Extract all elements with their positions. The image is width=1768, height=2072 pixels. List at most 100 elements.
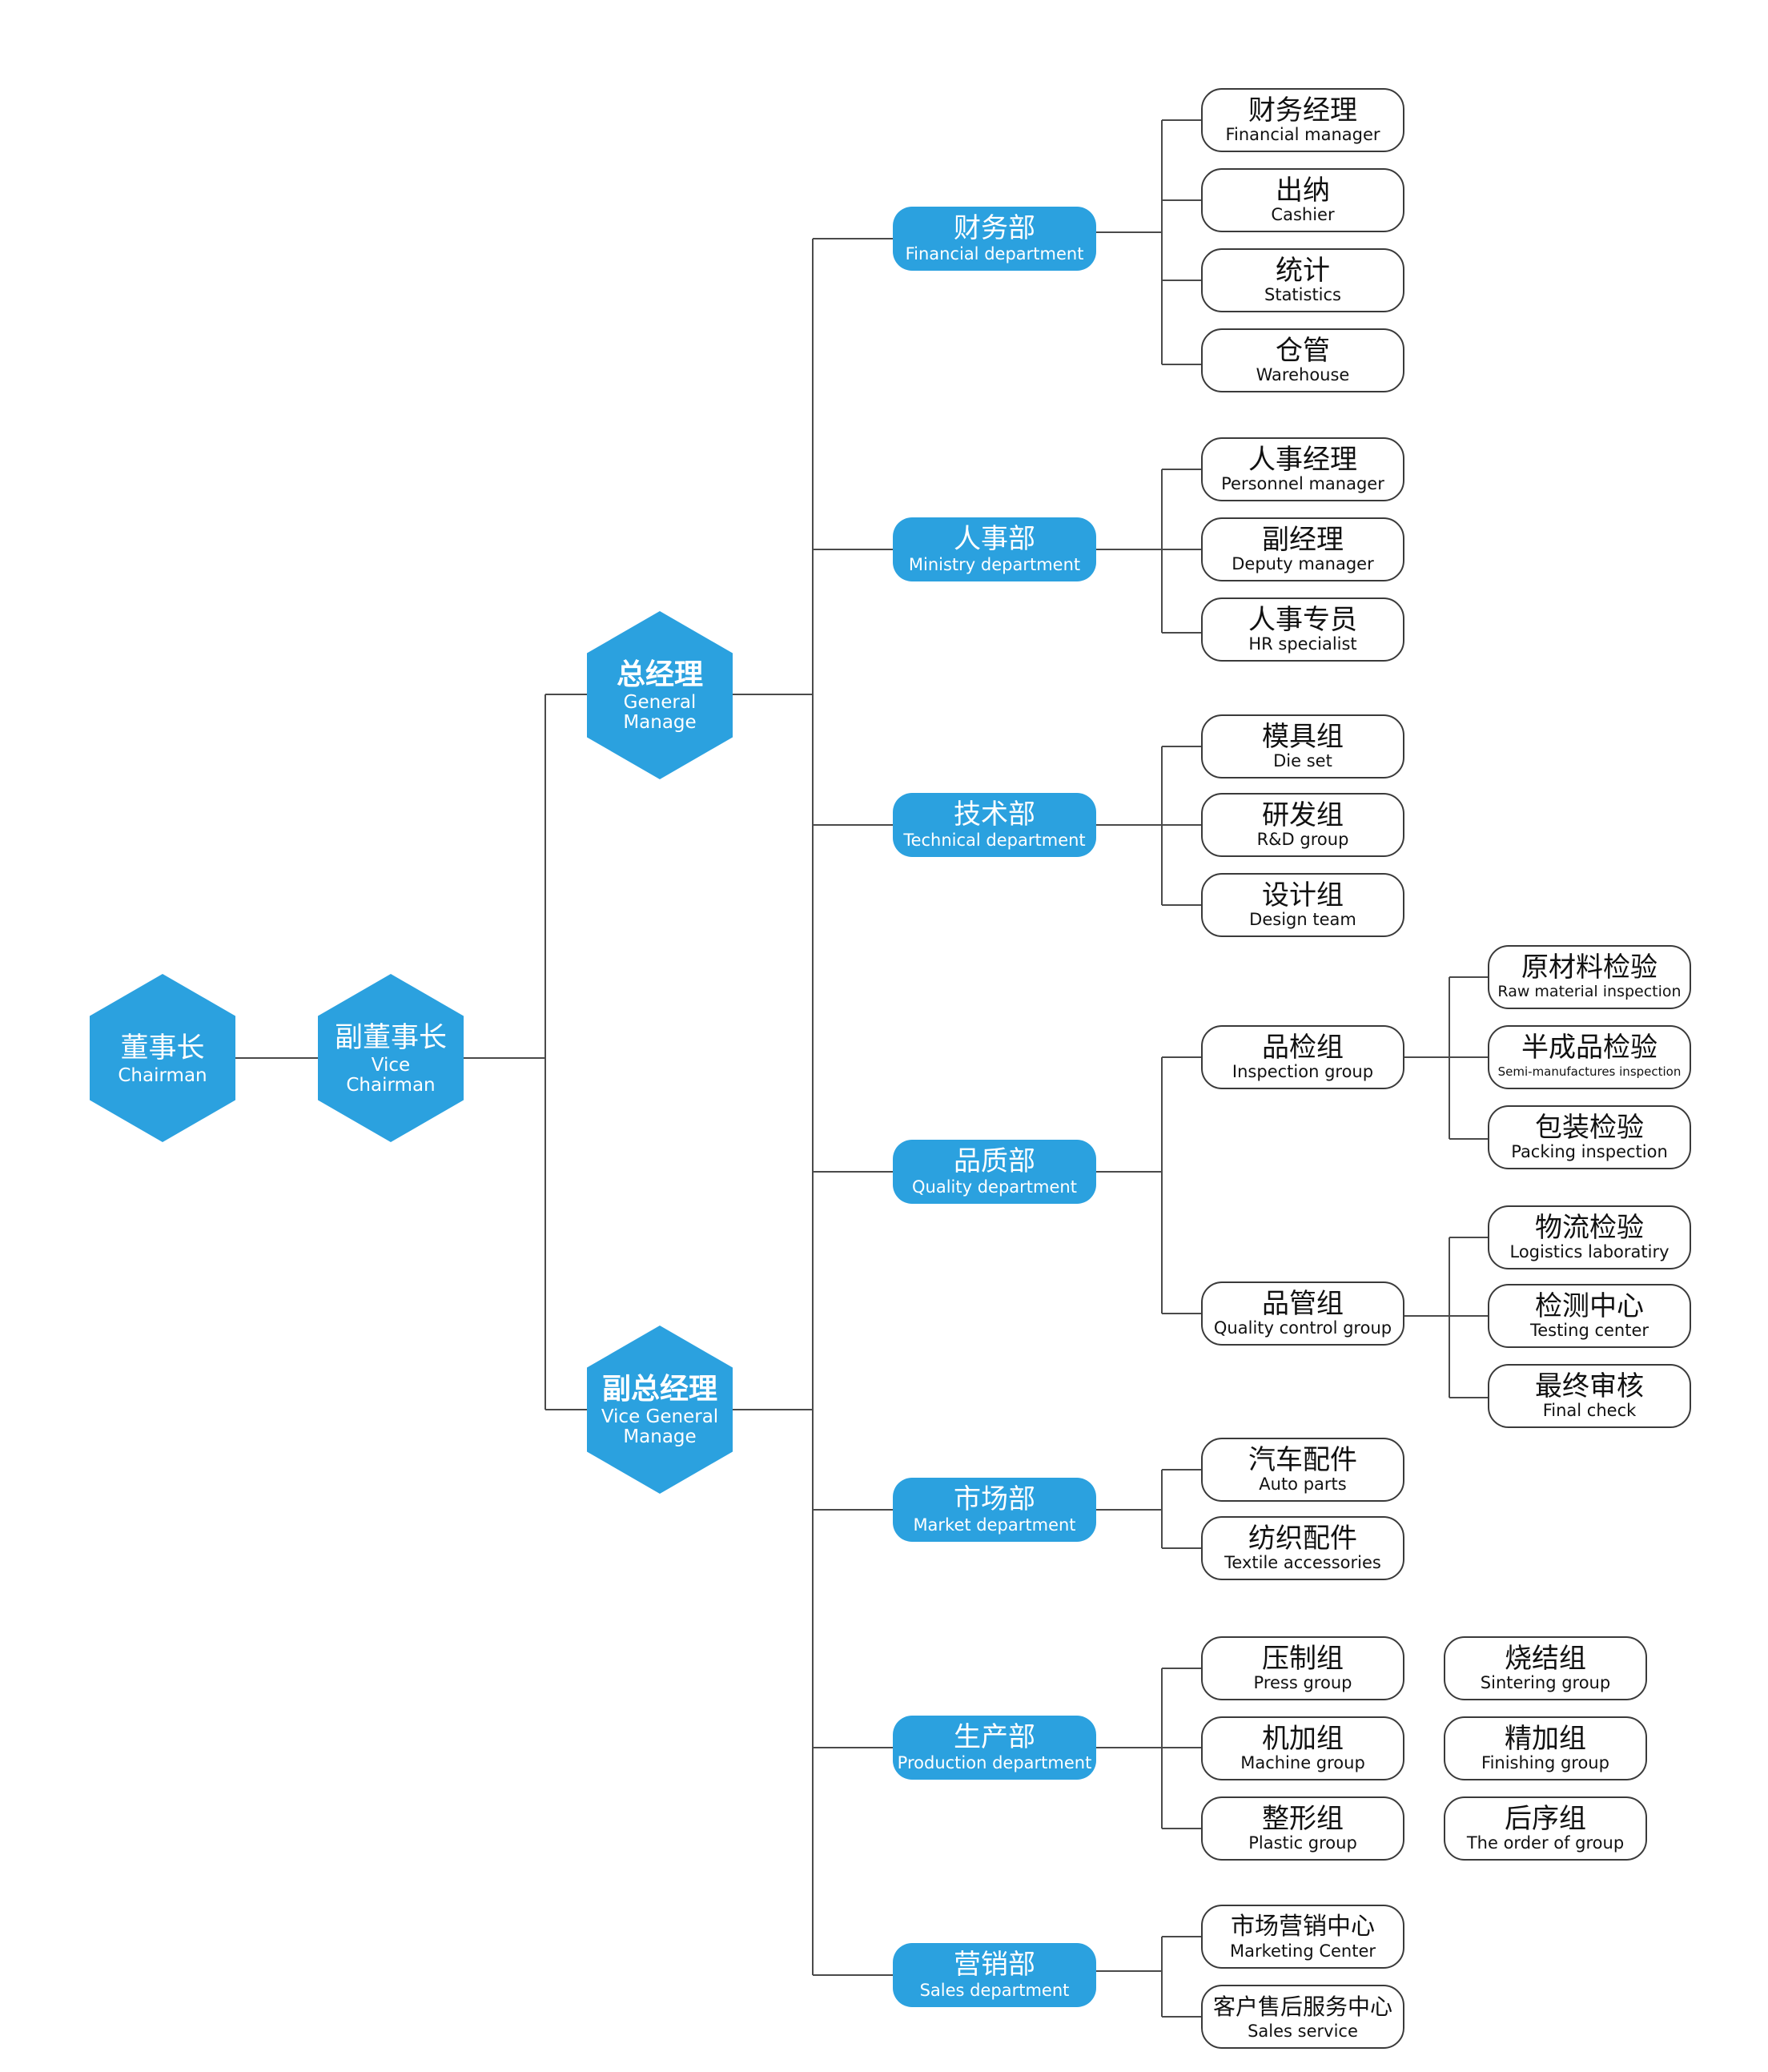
unit-sublabel: Machine group bbox=[1240, 1753, 1365, 1772]
unit-sublabel: Finishing group bbox=[1481, 1753, 1609, 1772]
unit-sintering-group: 烧结组 Sintering group bbox=[1444, 1636, 1647, 1700]
dept-label: 品质部 bbox=[954, 1145, 1035, 1177]
dept-sublabel: Financial department bbox=[905, 244, 1084, 264]
unit-press-group: 压制组 Press group bbox=[1201, 1636, 1404, 1700]
unit-sublabel: Testing center bbox=[1529, 1321, 1649, 1340]
dept-financial: 财务部 Financial department bbox=[893, 207, 1096, 271]
dept-sales: 营销部 Sales department bbox=[893, 1943, 1096, 2007]
unit-sublabel: HR specialist bbox=[1248, 634, 1357, 654]
unit-sublabel: Logistics laboratiry bbox=[1509, 1242, 1670, 1261]
unit-sublabel: Textile accessories bbox=[1224, 1553, 1381, 1572]
unit-label: 最终审核 bbox=[1535, 1370, 1644, 1402]
unit-label: 机加组 bbox=[1262, 1723, 1344, 1755]
unit-hr-specialist: 人事专员 HR specialist bbox=[1201, 597, 1404, 662]
unit-statistics: 统计 Statistics bbox=[1201, 248, 1404, 312]
unit-sublabel: Semi-manufactures inspection bbox=[1497, 1064, 1682, 1079]
unit-label: 品管组 bbox=[1262, 1288, 1344, 1320]
unit-label: 原材料检验 bbox=[1521, 952, 1658, 984]
unit-label: 检测中心 bbox=[1535, 1290, 1644, 1322]
unit-textile-accessories: 纺织配件 Textile accessories bbox=[1201, 1516, 1404, 1580]
unit-label: 财务经理 bbox=[1248, 95, 1357, 127]
unit-packing-inspection: 包装检验 Packing inspection bbox=[1488, 1105, 1691, 1169]
unit-sales-service: 客户售后服务中心 Sales service bbox=[1201, 1985, 1404, 2049]
vice-chairman-title: 副董事长 bbox=[334, 1022, 447, 1054]
unit-sublabel: Inspection group bbox=[1232, 1062, 1374, 1081]
unit-sublabel: The order of group bbox=[1466, 1833, 1625, 1853]
unit-quality-control-group: 品管组 Quality control group bbox=[1201, 1281, 1404, 1346]
unit-finishing-group: 精加组 Finishing group bbox=[1444, 1716, 1647, 1780]
unit-label: 模具组 bbox=[1262, 721, 1344, 753]
vice-general-manager-title: 副总经理 bbox=[601, 1373, 717, 1406]
unit-inspection-group: 品检组 Inspection group bbox=[1201, 1025, 1404, 1089]
unit-sublabel: Sales service bbox=[1248, 2022, 1358, 2041]
unit-auto-parts: 汽车配件 Auto parts bbox=[1201, 1438, 1404, 1502]
unit-label: 人事专员 bbox=[1248, 604, 1357, 636]
unit-label: 汽车配件 bbox=[1248, 1444, 1357, 1476]
unit-sublabel: Packing inspection bbox=[1511, 1142, 1668, 1161]
unit-label: 副经理 bbox=[1262, 524, 1344, 556]
unit-label: 设计组 bbox=[1262, 879, 1344, 911]
unit-rd-group: 研发组 R&D group bbox=[1201, 793, 1404, 857]
unit-final-check: 最终审核 Final check bbox=[1488, 1364, 1691, 1428]
unit-deputy-manager: 副经理 Deputy manager bbox=[1201, 517, 1404, 581]
unit-marketing-center: 市场营销中心 Marketing Center bbox=[1201, 1905, 1404, 1969]
dept-sublabel: Market department bbox=[913, 1515, 1076, 1535]
dept-sublabel: Sales department bbox=[919, 1981, 1070, 2000]
unit-label: 精加组 bbox=[1505, 1723, 1586, 1755]
dept-market: 市场部 Market department bbox=[893, 1478, 1096, 1542]
unit-sublabel: Press group bbox=[1253, 1673, 1352, 1692]
dept-label: 人事部 bbox=[954, 523, 1035, 555]
unit-sublabel: Die set bbox=[1273, 751, 1332, 770]
unit-cashier: 出纳 Cashier bbox=[1201, 168, 1404, 232]
unit-label: 人事经理 bbox=[1248, 444, 1357, 476]
dept-label: 技术部 bbox=[954, 799, 1035, 831]
unit-sublabel: Marketing Center bbox=[1229, 1941, 1376, 1961]
general-manager-subtitle: General Manage bbox=[623, 692, 697, 733]
unit-sublabel: Cashier bbox=[1271, 205, 1335, 224]
unit-sublabel: R&D group bbox=[1256, 830, 1349, 849]
dept-quality: 品质部 Quality department bbox=[893, 1140, 1096, 1204]
dept-personnel: 人事部 Ministry department bbox=[893, 517, 1096, 581]
unit-sublabel: Design team bbox=[1249, 910, 1356, 929]
unit-sublabel: Final check bbox=[1542, 1401, 1637, 1420]
unit-plastic-group: 整形组 Plastic group bbox=[1201, 1796, 1404, 1861]
unit-label: 压制组 bbox=[1262, 1643, 1344, 1675]
unit-sublabel: Financial manager bbox=[1225, 125, 1380, 144]
unit-label: 客户售后服务中心 bbox=[1212, 1994, 1392, 2020]
unit-label: 包装检验 bbox=[1535, 1112, 1644, 1144]
unit-label: 整形组 bbox=[1262, 1803, 1344, 1835]
unit-label: 研发组 bbox=[1262, 799, 1344, 831]
unit-testing-center: 检测中心 Testing center bbox=[1488, 1284, 1691, 1348]
dept-label: 市场部 bbox=[954, 1483, 1035, 1515]
dept-technical: 技术部 Technical department bbox=[893, 793, 1096, 857]
dept-sublabel: Technical department bbox=[903, 831, 1086, 850]
unit-sublabel: Plastic group bbox=[1248, 1833, 1357, 1853]
unit-label: 仓管 bbox=[1276, 335, 1330, 367]
unit-financial-manager: 财务经理 Financial manager bbox=[1201, 88, 1404, 152]
dept-sublabel: Quality department bbox=[912, 1177, 1077, 1197]
unit-label: 统计 bbox=[1276, 255, 1330, 287]
unit-sublabel: Warehouse bbox=[1256, 365, 1350, 384]
unit-label: 烧结组 bbox=[1505, 1643, 1586, 1675]
unit-raw-material-inspection: 原材料检验 Raw material inspection bbox=[1488, 945, 1691, 1009]
unit-label: 物流检验 bbox=[1535, 1212, 1644, 1244]
dept-sublabel: Ministry department bbox=[908, 555, 1081, 574]
unit-label: 品检组 bbox=[1262, 1032, 1344, 1064]
unit-label: 出纳 bbox=[1276, 175, 1330, 207]
vice-general-manager-subtitle: Vice General Manage bbox=[601, 1406, 719, 1447]
unit-sublabel: Deputy manager bbox=[1232, 554, 1374, 573]
unit-order-group: 后序组 The order of group bbox=[1444, 1796, 1647, 1861]
unit-warehouse: 仓管 Warehouse bbox=[1201, 328, 1404, 392]
unit-label: 纺织配件 bbox=[1248, 1523, 1357, 1555]
dept-label: 财务部 bbox=[954, 212, 1035, 244]
unit-label: 市场营销中心 bbox=[1231, 1913, 1375, 1941]
unit-semi-manufactures-inspection: 半成品检验 Semi-manufactures inspection bbox=[1488, 1025, 1691, 1089]
unit-sublabel: Quality control group bbox=[1213, 1318, 1392, 1338]
general-manager-title: 总经理 bbox=[616, 658, 703, 691]
unit-die-set: 模具组 Die set bbox=[1201, 714, 1404, 779]
chairman-subtitle: Chairman bbox=[118, 1064, 207, 1086]
chairman-title: 董事长 bbox=[120, 1032, 205, 1064]
unit-machine-group: 机加组 Machine group bbox=[1201, 1716, 1404, 1780]
dept-sublabel: Production department bbox=[897, 1753, 1092, 1772]
